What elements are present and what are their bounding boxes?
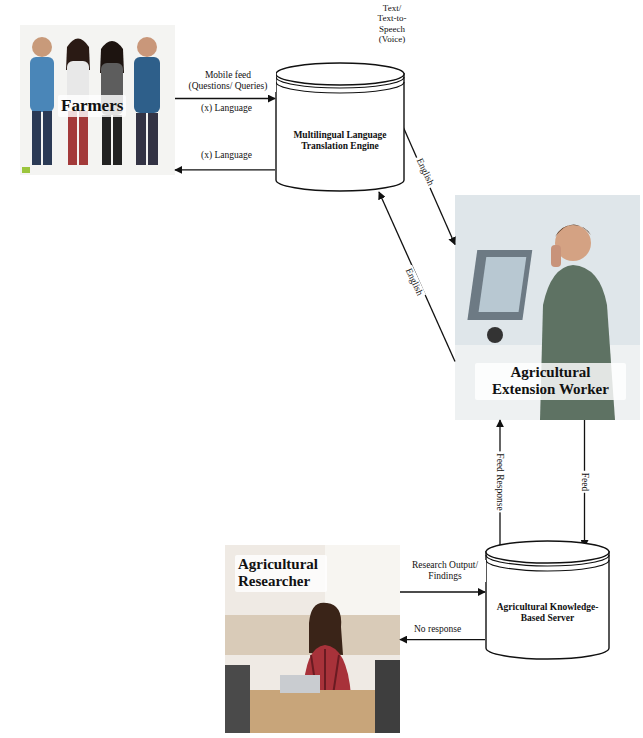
edge-label: Feed Response xyxy=(495,451,506,512)
edge-label: English xyxy=(402,265,426,300)
edge-label: Mobile feed (Questions/ Queries) xyxy=(180,70,276,92)
node-label: Agricultural Researcher xyxy=(235,555,327,592)
free-label: (x) Language xyxy=(199,103,254,114)
free-label: Text/ Text-to-Speech (Voice) xyxy=(371,3,413,44)
actor-photo: Farmers xyxy=(20,25,175,175)
cylinder-outline xyxy=(485,540,610,660)
node-label: Agricultural Knowledge-Based Server xyxy=(495,602,600,625)
edge-label: Feed xyxy=(580,471,591,493)
flow-arrow xyxy=(400,591,485,592)
node-label: Multilingual Language Translation Engine xyxy=(285,130,395,153)
actor-photo: Agricultural Extension Worker xyxy=(455,195,640,420)
actor-photo: Agricultural Researcher xyxy=(225,545,400,733)
node-label: Farmers xyxy=(58,95,126,117)
edge-label: No response xyxy=(412,624,463,635)
flow-arrow xyxy=(379,192,455,362)
database-cylinder: Multilingual Language Translation Engine xyxy=(275,62,405,192)
flow-arrow xyxy=(175,169,275,170)
edge-label: (x) Language xyxy=(199,150,254,161)
cylinder-outline xyxy=(275,62,405,192)
node-label: Agricultural Extension Worker xyxy=(475,363,626,400)
edge-label: English xyxy=(413,155,437,190)
flow-arrow xyxy=(175,98,275,99)
database-cylinder: Agricultural Knowledge-Based Server xyxy=(485,540,610,660)
flow-arrow xyxy=(400,639,485,640)
edge-label: Research Output/ Findings xyxy=(404,560,486,582)
